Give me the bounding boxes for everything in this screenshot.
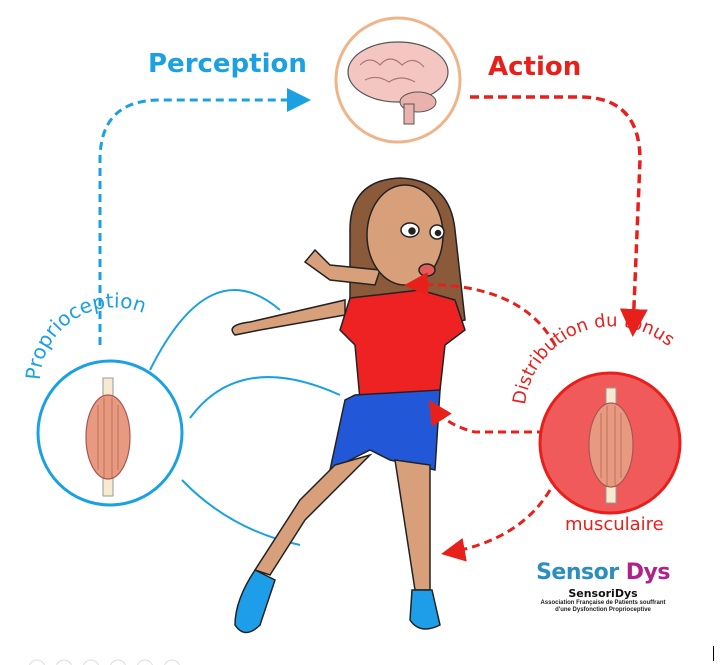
action-label: Action	[488, 52, 581, 82]
proprioception-node	[36, 359, 184, 507]
action-arrow	[470, 95, 648, 337]
muscle-icon	[85, 377, 131, 497]
faint-dots	[29, 659, 180, 665]
logo-name: SensoriDys	[568, 587, 638, 600]
tonus-node	[538, 371, 682, 515]
logo-subtitle-1: Association Française de Patients souffr…	[540, 600, 666, 606]
perception-label: Perception	[148, 49, 307, 79]
logo-dys-text: Dys	[625, 560, 671, 585]
perception-arrow	[98, 88, 311, 345]
brain-icon	[347, 41, 449, 125]
girl-illustration	[231, 177, 466, 634]
logo-subtitle-2: d'une Dysfonction Proprioceptive	[555, 607, 651, 613]
text-cursor	[713, 646, 714, 661]
musculaire-label: musculaire	[565, 514, 664, 535]
logo-sensor-text: Sensor	[536, 560, 619, 585]
sensoridys-logo: Sensor Dys SensoriDys Association França…	[533, 560, 673, 614]
tonus-arrows	[404, 272, 557, 562]
brain-node	[334, 16, 462, 144]
muscle-icon	[588, 387, 634, 504]
